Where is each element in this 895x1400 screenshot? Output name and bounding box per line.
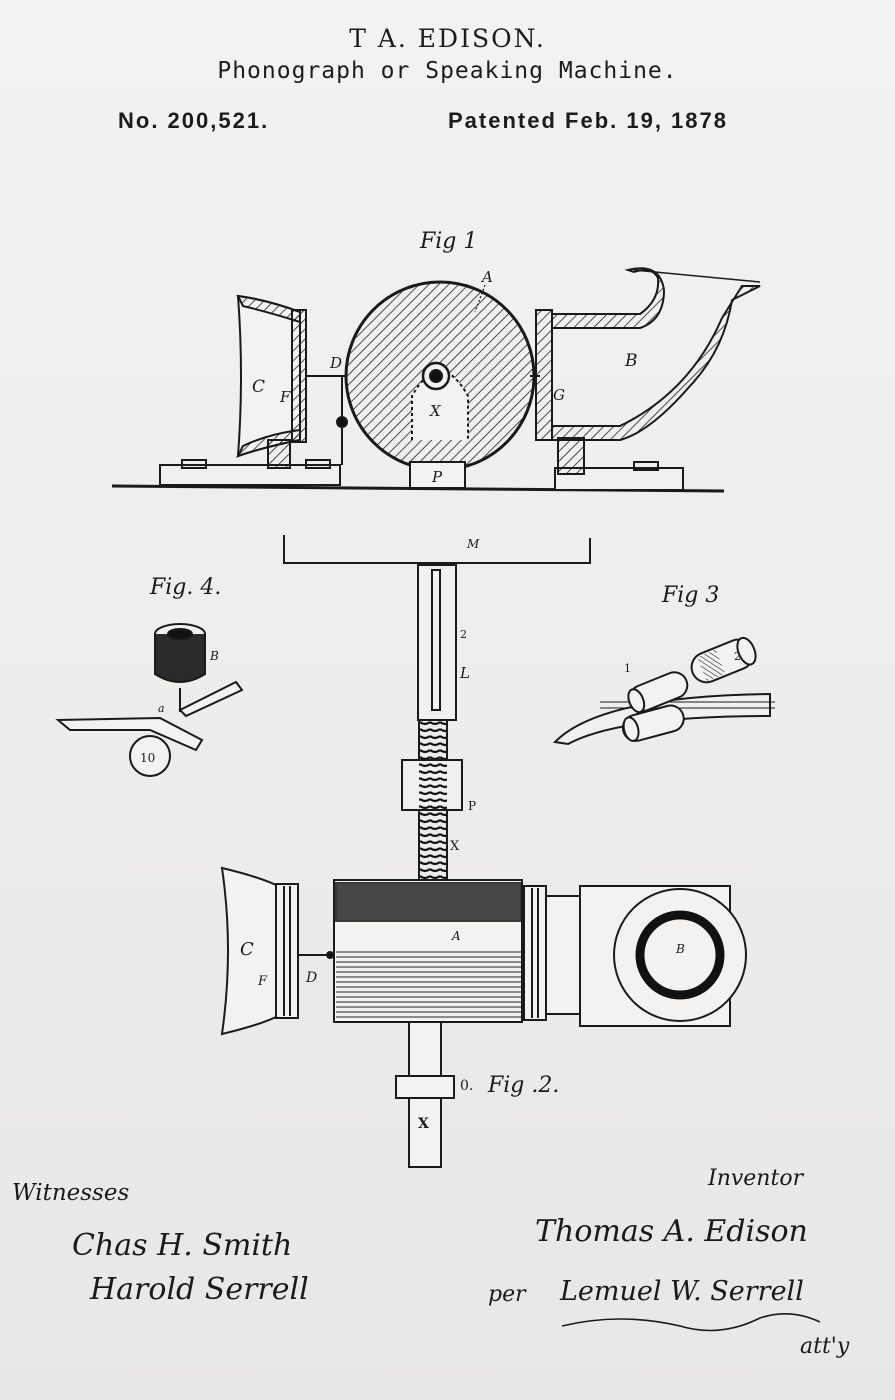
- fig4-spool-body: [154, 634, 206, 683]
- fig1-axle-core: [429, 369, 443, 383]
- fig2-cylinder-shade: [335, 882, 522, 922]
- figure-1: Fig 1: [111, 229, 761, 493]
- fig1-label-b: B: [624, 351, 638, 371]
- fig2-mouthpiece: [220, 866, 283, 1036]
- patent-title: Phonograph or Speaking Machine.: [217, 58, 678, 84]
- fig2-label-2: 2: [460, 628, 467, 641]
- attorney-flourish: [561, 1313, 821, 1332]
- fig1-label-f: F: [279, 388, 291, 406]
- fig2-cylinder-grooves: [336, 950, 521, 1018]
- fig2-label-x-upper: X: [450, 839, 460, 854]
- attorney-signature: Lemuel W. Serrell: [560, 1276, 804, 1307]
- fig4-label-b: B: [209, 649, 219, 663]
- fig1-nut-left: [181, 459, 207, 469]
- patent-number: No. 200,521.: [118, 108, 270, 133]
- fig2-stylus-point: [326, 951, 334, 959]
- fig2-label-f: F: [257, 974, 268, 989]
- fig2-collar-O: [395, 1075, 455, 1099]
- inventor-name: T A. EDISON.: [349, 24, 546, 53]
- fig1-nut-right: [633, 461, 659, 471]
- attorney-label: att'y: [800, 1334, 850, 1359]
- patent-date: Patented Feb. 19, 1878: [448, 108, 728, 133]
- fig3-roller-2: [690, 636, 757, 684]
- fig1-axle-cutaway: [411, 370, 469, 440]
- witnesses-label: Witnesses: [12, 1180, 130, 1206]
- fig2-label-l: L: [459, 664, 470, 682]
- fig2-label-b: B: [675, 942, 685, 956]
- fig4-lever: [178, 680, 244, 718]
- per-label: per: [488, 1282, 526, 1307]
- fig2-bracket-M: [283, 535, 591, 564]
- fig1-funnel-B: [551, 285, 761, 441]
- fig4-label-a: a: [158, 702, 165, 715]
- fig2-label-p: P: [468, 799, 476, 813]
- fig1-label-x: X: [429, 402, 442, 420]
- fig2-funnel-outer: [613, 888, 747, 1022]
- fig1-label-d: D: [329, 354, 342, 372]
- fig2-slotted-bar-L: [417, 564, 457, 721]
- fig1-hook-arm: [551, 267, 666, 329]
- fig3-roller-3: [621, 704, 685, 742]
- fig2-neck: [545, 895, 583, 1015]
- fig1-right-post: [557, 437, 585, 475]
- witness-2-signature: Harold Serrell: [90, 1272, 309, 1307]
- fig4-wheel: [129, 735, 171, 777]
- fig2-label-m: M: [466, 537, 480, 551]
- figure-2: M 2 L P X C F D: [220, 535, 747, 1168]
- fig4-caption: Fig. 4.: [149, 575, 221, 600]
- fig2-nut-thread: [419, 760, 447, 810]
- witness-1-signature: Chas H. Smith: [72, 1228, 293, 1263]
- fig3-caption: Fig 3: [661, 583, 719, 608]
- fig1-funnel-lip: [633, 269, 761, 283]
- fig1-base-plate-right: [554, 467, 684, 491]
- fig1-cylinder-stand: [409, 461, 466, 489]
- figure-4: Fig. 4. B a 10: [55, 575, 244, 777]
- fig2-label-x-lower: X: [418, 1116, 429, 1132]
- fig2-slot: [431, 569, 441, 711]
- fig1-adjust-screw: [336, 416, 348, 428]
- fig2-label-o: 0.: [460, 1078, 473, 1094]
- fig3-roller-1: [627, 671, 689, 714]
- fig2-funnel-inner: [635, 910, 725, 1000]
- fig2-diaphragm-ring: [275, 883, 299, 1019]
- fig1-nut-mid: [305, 459, 331, 469]
- inventor-label: Inventor: [708, 1166, 804, 1191]
- fig1-label-p: P: [431, 468, 443, 486]
- fig1-leader-a: [474, 284, 486, 313]
- fig2-ring-G: [523, 885, 547, 1021]
- fig2-label-d: D: [305, 970, 317, 986]
- fig2-label-a: A: [451, 929, 461, 943]
- fig3-label-1: 1: [624, 662, 631, 675]
- fig1-label-g: G: [553, 386, 565, 404]
- fig1-label-a: A: [480, 268, 493, 286]
- inventor-signature: Thomas A. Edison: [535, 1214, 808, 1249]
- fig2-caption: Fig .2.: [487, 1073, 559, 1098]
- fig3-label-2: 2: [734, 650, 741, 663]
- fig1-label-c: C: [252, 377, 265, 397]
- fig1-diaphragm-frame: [291, 309, 307, 443]
- fig1-base-plate-left: [159, 464, 341, 486]
- fig1-caption: Fig 1: [419, 229, 477, 254]
- fig4-spool-hole: [167, 628, 193, 640]
- fig2-label-c: C: [240, 939, 254, 960]
- figure-3: Fig 3 1 2: [552, 583, 775, 746]
- fig4-label-10: 10: [140, 751, 155, 765]
- fig1-left-post: [267, 439, 291, 469]
- fig4-plate: [55, 716, 204, 752]
